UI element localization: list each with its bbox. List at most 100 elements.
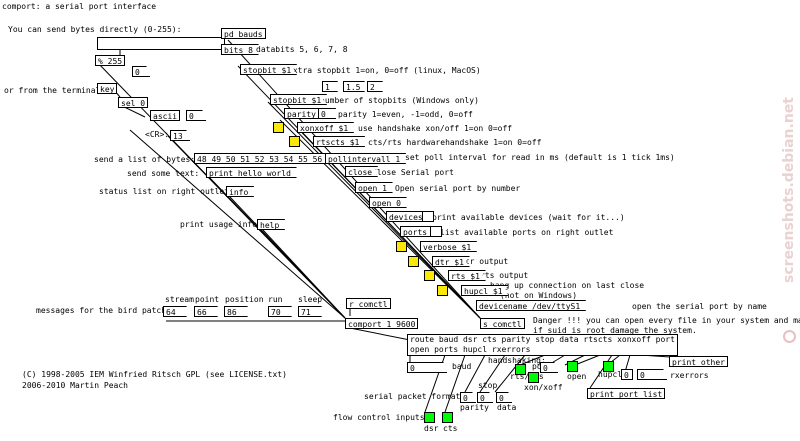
print-other-object[interactable]: print other [669, 356, 728, 367]
info-message[interactable]: info [226, 186, 254, 197]
label-baud: baud [452, 362, 472, 371]
hupcl-output [603, 361, 614, 372]
bird-sleep-message[interactable]: 71 [298, 306, 322, 317]
bits-8-message[interactable]: bits 8 [221, 44, 259, 55]
comment-rtscts: cts/rts hardwarehandshake 1=on 0=off [368, 138, 542, 147]
cr-number[interactable]: 13 [170, 130, 190, 141]
rtscts-message[interactable]: rtscts $1 [313, 136, 365, 147]
baud-number[interactable]: 0 [407, 362, 447, 373]
byte-slider[interactable] [97, 37, 225, 50]
data-number[interactable]: 0 [496, 392, 512, 403]
rts-toggle[interactable] [424, 270, 435, 281]
label-dsr: dsr [424, 424, 439, 433]
s-comctl-object[interactable]: s comctl [480, 318, 525, 329]
pd-bauds-object[interactable]: pd bauds [221, 28, 266, 39]
hupcl-toggle[interactable] [437, 285, 448, 296]
comment-status-list: status list on right outlet: [99, 187, 234, 196]
key-object[interactable]: key [97, 83, 118, 94]
bird-point-message[interactable]: 66 [194, 306, 218, 317]
bird-run-message[interactable]: 70 [268, 306, 292, 317]
rxerrors-number[interactable]: 0 [637, 369, 667, 380]
dtr-message[interactable]: dtr $1 [432, 256, 470, 267]
rtscts-toggle[interactable] [289, 136, 300, 147]
cord [129, 129, 346, 319]
bytes-list-message[interactable]: 48 49 50 51 52 53 54 55 56 57 [194, 153, 343, 164]
hupcl-message[interactable]: hupcl $1 [461, 285, 509, 296]
comment-cr: <CR>: [145, 130, 170, 139]
stopbit-message[interactable]: stopbit $1 [240, 64, 297, 75]
parity-out-number[interactable]: 0 [460, 392, 476, 403]
label-open: open [567, 372, 587, 381]
comment-send-list: send a list of bytes: [94, 155, 196, 164]
watermark: screenshots.debian.net [781, 97, 797, 283]
open-output [567, 361, 578, 372]
comment-copyright-1: (C) 1998-2005 IEM Winfried Ritsch GPL (s… [22, 370, 287, 379]
cord [227, 39, 481, 319]
verbose-message[interactable]: verbose $1 [420, 241, 477, 252]
port-number[interactable]: 0 [540, 362, 558, 373]
ports-symbol[interactable] [430, 226, 442, 237]
cord [267, 101, 481, 319]
comport-object[interactable]: comport 1 9600 [345, 318, 419, 329]
label-rxerrors: rxerrors [670, 371, 709, 380]
bird-position-message[interactable]: 86 [224, 306, 248, 317]
comment-stopbit: extra stopbit 1=on, 0=off (linux, MacOS) [288, 66, 481, 75]
comment-devices: print available devices (wait for it...) [432, 213, 625, 222]
comment-ports: list available ports on right outlet [440, 228, 614, 237]
cts-output [442, 412, 453, 423]
label-hupcl: hupcl [598, 370, 623, 379]
devicename-message[interactable]: devicename /dev/ttyS1 [476, 300, 586, 311]
comment-dtr: dtr output [460, 257, 509, 266]
open-1-message[interactable]: open 1 [355, 182, 393, 193]
stopbit-1-message[interactable]: 1 [322, 81, 338, 92]
bird-stream-message[interactable]: 64 [163, 306, 187, 317]
ports-message[interactable]: ports [400, 226, 433, 237]
route-object-line-2: open ports hupcl rxerrors [410, 345, 531, 354]
stopbits-windows-message[interactable]: stopbit $1 [270, 94, 327, 105]
ascii-number[interactable]: 0 [186, 110, 206, 121]
parity-number[interactable]: 0 [318, 108, 336, 119]
dsr-output [424, 412, 435, 423]
stopbit-2-message[interactable]: 2 [367, 81, 383, 92]
port-list-symbol[interactable]: 0 [621, 369, 633, 380]
xonxoff-toggle[interactable] [273, 122, 284, 133]
ascii-object[interactable]: ascii [150, 110, 181, 121]
route-object-line-1: route baud dsr cts parity stop data rtsc… [410, 335, 675, 344]
sel-0-object[interactable]: sel 0 [118, 97, 149, 108]
print-port-list-object[interactable]: print port_list [587, 388, 666, 399]
label-data: data [497, 403, 517, 412]
label-parity: parity [460, 403, 489, 412]
comment-from-terminal: or from the terminal: [4, 86, 106, 95]
print-hello-message[interactable]: print hello_world [206, 167, 297, 178]
route-object[interactable]: route baud dsr cts parity stop data rtsc… [407, 334, 678, 356]
rts-message[interactable]: rts $1 [448, 270, 486, 281]
stop-number[interactable]: 0 [477, 392, 493, 403]
close-message[interactable]: close [345, 166, 378, 177]
help-message[interactable]: help [257, 219, 285, 230]
comment-databits: databits 5, 6, 7, 8 [256, 45, 348, 54]
cord [349, 327, 411, 341]
devices-symbol[interactable] [422, 211, 434, 222]
stopbit-15-message[interactable]: 1.5 [343, 81, 365, 92]
comment-send-text: send some text: [127, 169, 200, 178]
comment-hupcl-2: (not on Windows) [500, 291, 578, 300]
comment-send-bytes: You can send bytes directly (0-255): [8, 25, 182, 34]
xonxoff-output [528, 372, 539, 383]
cord [574, 354, 601, 366]
parity-message[interactable]: parity $1 [284, 108, 336, 119]
mod-255-object[interactable]: % 255 [95, 55, 126, 66]
xonxoff-message[interactable]: xonxoff $1 [297, 122, 354, 133]
mod-output-number[interactable]: 0 [132, 66, 150, 77]
dtr-toggle[interactable] [408, 256, 419, 267]
devices-message[interactable]: devices [386, 211, 429, 222]
pollinterval-message[interactable]: pollintervall 1 [325, 153, 406, 164]
verbose-toggle[interactable] [396, 241, 407, 252]
comment-serial-format: serial packet format: [364, 392, 466, 401]
comment-rts: rts output [480, 271, 529, 280]
label-xon-xoff: xon/xoff [524, 383, 563, 392]
comment-bird-run: run [268, 295, 283, 304]
rtscts-output [515, 364, 526, 375]
open-0-message[interactable]: open 0 [369, 197, 407, 208]
window-title: comport: a serial port interface [2, 2, 157, 11]
r-comctl-object[interactable]: r comctl [346, 298, 391, 309]
